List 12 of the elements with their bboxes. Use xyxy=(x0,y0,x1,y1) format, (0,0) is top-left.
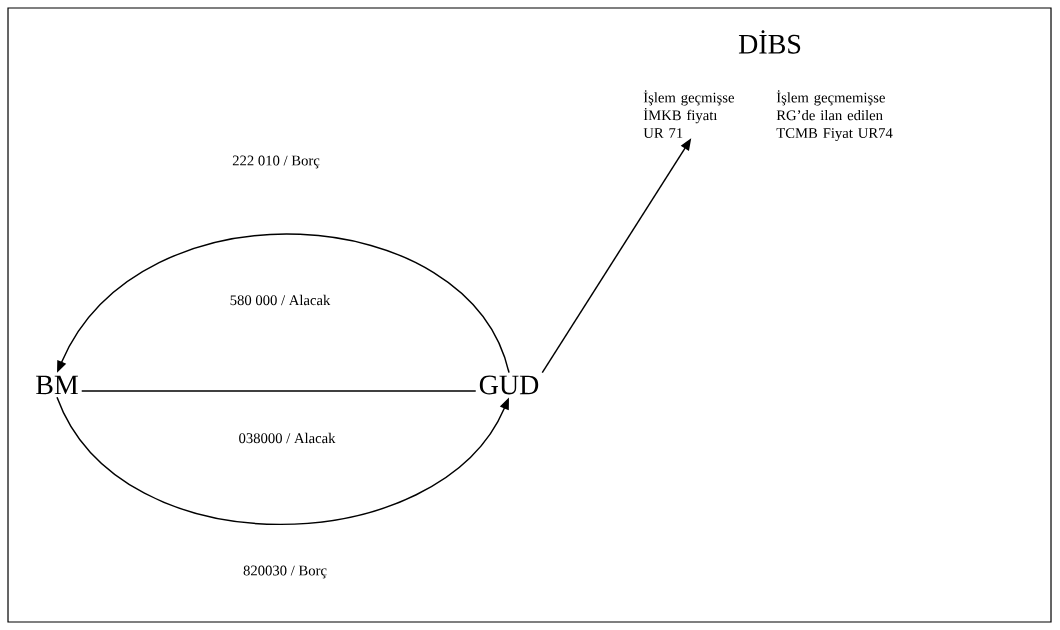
entity-label: BM xyxy=(36,375,78,395)
arrow xyxy=(56,396,509,526)
account-label: 038000 / Alacak xyxy=(239,432,336,444)
arrow xyxy=(57,233,510,374)
account-label: 580 000 / Alacak xyxy=(230,294,331,306)
price-note: İşlem geçmişse İMKB fiyatı UR 71 xyxy=(643,90,734,138)
heading: DİBS xyxy=(738,30,801,54)
connector-line xyxy=(81,390,477,392)
edge-label: 820030 / Borç xyxy=(243,565,327,579)
price-note: İşlem geçmemişse RG’de ilan edilen TCMB Fiyat UR74 xyxy=(776,90,893,141)
entity-label: GUD xyxy=(479,375,539,395)
edge-label: 222 010 / Borç xyxy=(232,155,320,169)
